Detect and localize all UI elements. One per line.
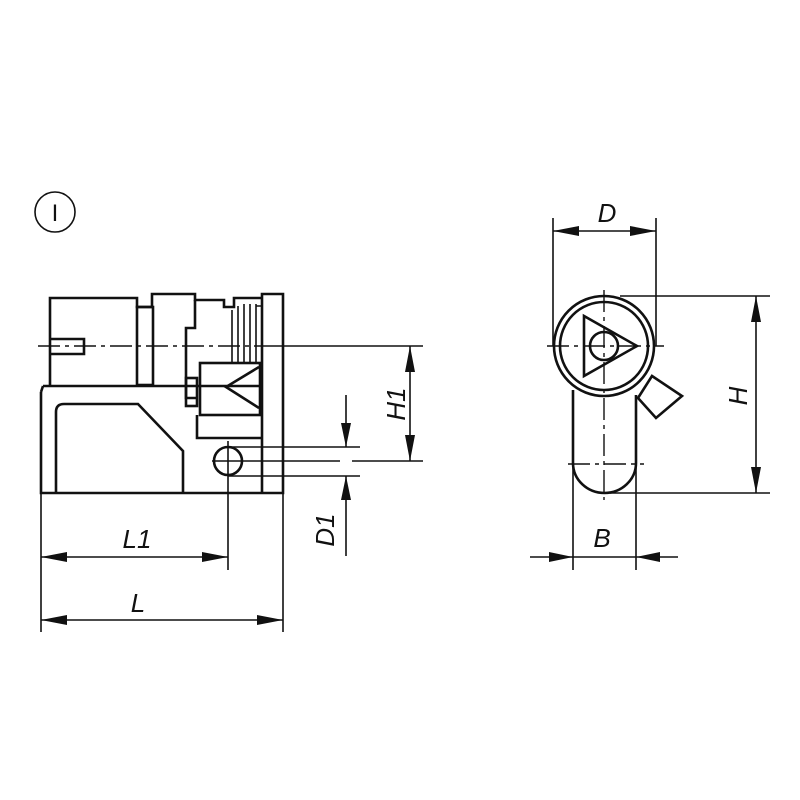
front-view [547,218,770,570]
dimension-D1: D1 [310,395,351,556]
dimension-H: H [723,296,761,493]
label-H: H [723,386,753,405]
label-L1: L1 [123,524,152,554]
label-B: B [593,523,610,553]
view-marker: I [34,191,76,233]
dimension-L: L [41,588,283,625]
label-D1: D1 [310,513,340,546]
dimension-B: B [530,523,678,562]
side-view [38,292,423,632]
label-D: D [598,198,617,228]
dimension-H1: H1 [381,346,415,461]
label-H1: H1 [381,387,411,420]
label-L: L [131,588,145,618]
view-label: I [52,200,59,227]
dimension-L1: L1 [41,524,228,562]
dimension-D: D [553,198,656,236]
